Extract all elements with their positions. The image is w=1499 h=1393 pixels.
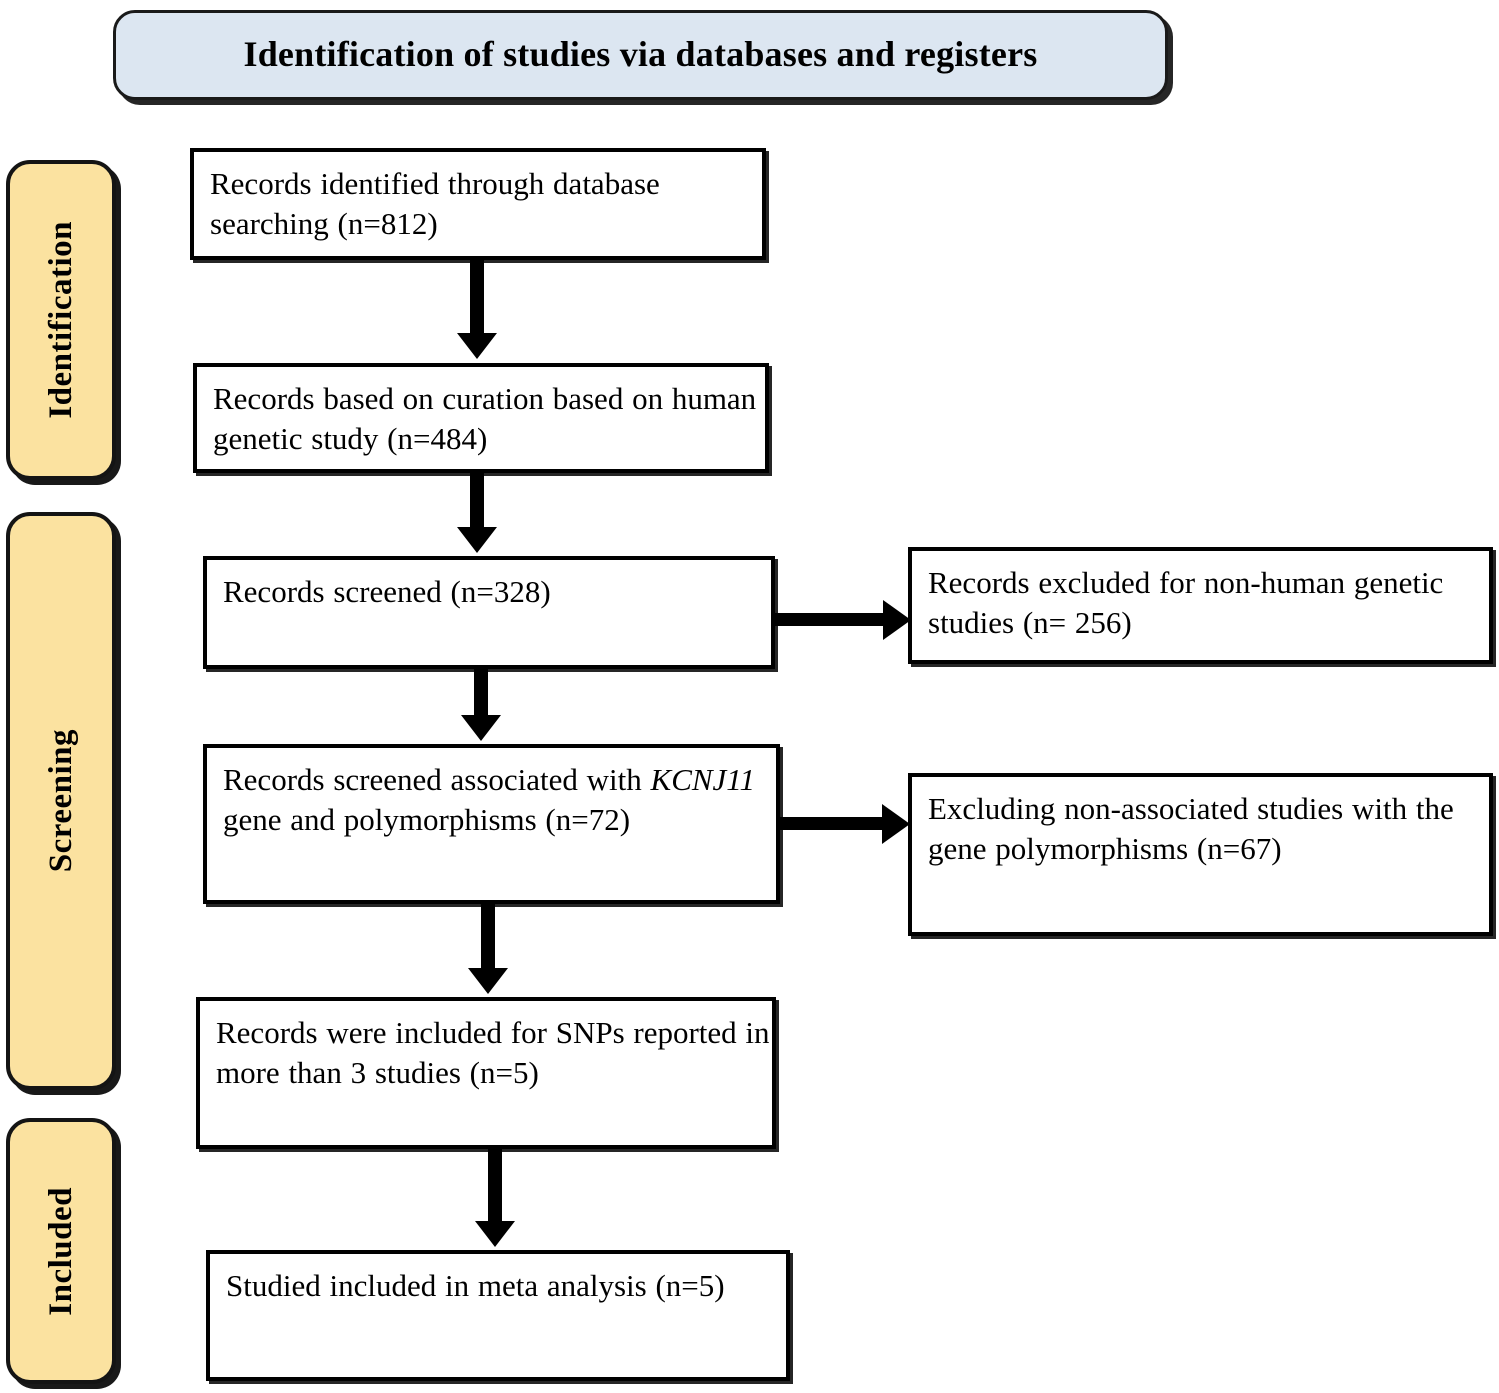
box-records-included-snps-text: Records were included for SNPs reported … <box>216 1015 770 1090</box>
stage-label-included: Included <box>42 1186 79 1316</box>
box-records-screened-text: Records screened (n=328) <box>223 574 551 609</box>
box-records-curation: Records based on curation based on human… <box>193 363 769 473</box>
kcnj11-suffix-text: gene and polymorphisms (n=72) <box>223 801 631 837</box>
arrow-kcnj11-to-included-snps-icon <box>481 904 495 970</box>
box-records-included-snps: Records were included for SNPs reported … <box>196 997 776 1149</box>
box-records-excluded-nonhuman: Records excluded for non-human genetic s… <box>908 547 1493 664</box>
stage-bar-screening: Screening <box>6 512 116 1090</box>
box-records-screened-kcnj11-text: Records screened associated with KCNJ11 … <box>223 760 776 840</box>
box-records-excluded-nonhuman-text: Records excluded for non-human genetic s… <box>928 565 1444 640</box>
arrow-screened-to-kcnj11-icon <box>474 669 488 717</box>
arrow-curation-to-screened-icon <box>470 473 484 529</box>
kcnj11-gene-name: KCNJ11 <box>650 762 756 797</box>
arrow-screened-to-excluded-nonhuman-icon <box>775 613 885 626</box>
stage-label-identification: Identification <box>42 221 79 419</box>
box-records-identified-text: Records identified through database sear… <box>210 166 660 241</box>
box-studies-meta-analysis-text: Studied included in meta analysis (n=5) <box>226 1268 725 1303</box>
box-records-screened-kcnj11: Records screened associated with KCNJ11 … <box>203 744 780 904</box>
stage-label-screening: Screening <box>42 729 79 873</box>
stage-bar-identification: Identification <box>6 160 116 480</box>
arrow-kcnj11-to-excluded-nonassociated-icon <box>780 817 884 830</box>
arrow-identified-to-curation-icon <box>470 260 484 335</box>
box-studies-meta-analysis: Studied included in meta analysis (n=5) <box>206 1250 790 1381</box>
box-records-excluded-nonassociated: Excluding non-associated studies with th… <box>908 773 1493 936</box>
diagram-header-banner: Identification of studies via databases … <box>113 10 1168 100</box>
box-records-identified: Records identified through database sear… <box>190 148 766 260</box>
stage-bar-included: Included <box>6 1118 116 1384</box>
arrow-included-snps-to-meta-analysis-icon <box>488 1149 502 1223</box>
box-records-curation-text: Records based on curation based on human… <box>213 381 757 456</box>
box-records-excluded-nonassociated-text: Excluding non-associated studies with th… <box>928 791 1454 866</box>
diagram-title: Identification of studies via databases … <box>243 34 1038 75</box>
box-records-screened: Records screened (n=328) <box>203 556 775 669</box>
kcnj11-prefix-text: Records screened associated with <box>223 762 651 797</box>
